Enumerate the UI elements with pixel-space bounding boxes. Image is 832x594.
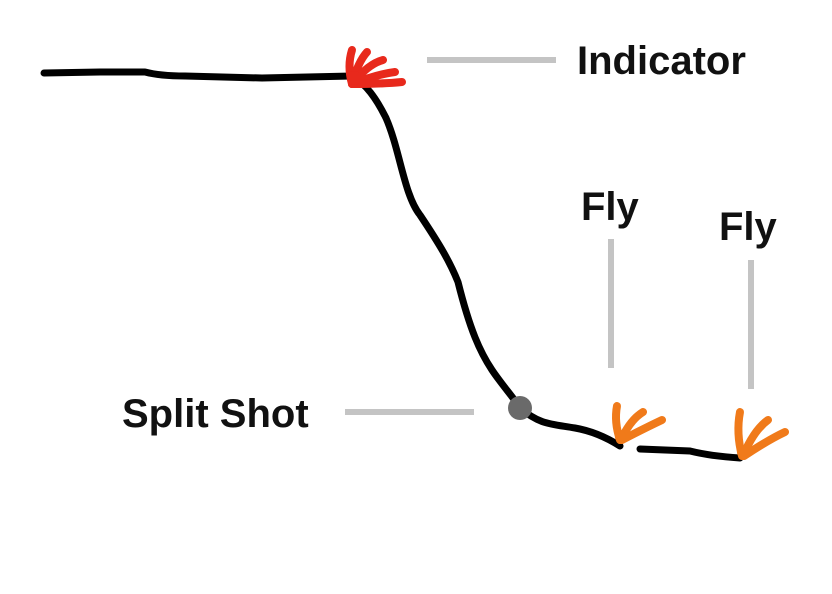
- fishing-line: [44, 72, 620, 446]
- tippet-line: [640, 449, 740, 458]
- split-shot-label: Split Shot: [122, 392, 309, 436]
- indicator-icon: [347, 50, 402, 85]
- fly-icon: [737, 412, 785, 458]
- fly-1-label: Fly: [581, 185, 640, 229]
- split-shot-icon: [508, 396, 532, 420]
- fly-2-label: Fly: [719, 205, 778, 249]
- indicator-label: Indicator: [577, 39, 746, 83]
- fly-icon: [615, 406, 662, 443]
